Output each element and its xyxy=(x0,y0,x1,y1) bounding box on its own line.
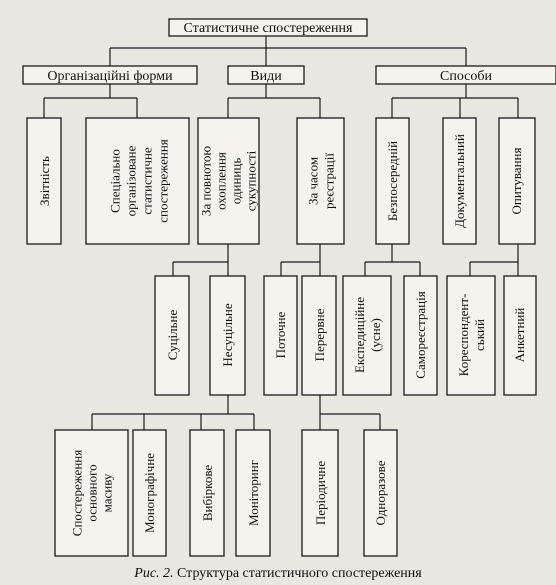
node-continuous: Суцільне xyxy=(154,275,190,396)
coverage-line-2: охоплення xyxy=(214,152,229,210)
node-current-label: Поточне xyxy=(273,311,288,358)
node-questionnaire-label: Анкетний xyxy=(512,308,527,363)
node-direct-label: Безпосередній xyxy=(385,141,400,221)
node-interrupted: Перервне xyxy=(301,275,337,396)
node-questionnaire: Анкетний xyxy=(503,275,537,396)
expedition-line-1: Експедиційне xyxy=(352,297,367,373)
branch-methods-label: Способи xyxy=(440,69,493,84)
node-documentary: Документальний xyxy=(442,117,477,245)
node-direct: Безпосередній xyxy=(375,117,410,245)
node-periodic-label: Періодичне xyxy=(313,461,328,525)
node-monitoring: Моніторинг xyxy=(235,429,271,557)
node-monographic: Монографічне xyxy=(132,429,167,557)
node-special-organized: Спеціально організоване статистичне спос… xyxy=(85,117,190,245)
node-reporting: Звітність xyxy=(26,117,62,245)
special-line-3: статистичне xyxy=(140,147,155,215)
special-line-1: Спеціально xyxy=(108,149,123,213)
node-monographic-label: Монографічне xyxy=(142,453,157,533)
branch-types: Види xyxy=(227,65,305,85)
node-non-continuous-label: Несуцільне xyxy=(220,303,235,367)
special-line-4: спостереження xyxy=(156,139,171,223)
node-main-mass: Спостереження основного масиву xyxy=(54,429,129,557)
main-mass-line-1: Спостереження xyxy=(70,450,85,536)
node-survey-label: Опитування xyxy=(509,148,524,215)
time-line-1: За часом xyxy=(306,157,321,205)
expedition-line-2: (усне) xyxy=(368,318,383,352)
branch-types-label: Види xyxy=(250,69,282,84)
node-current: Поточне xyxy=(263,275,298,396)
node-sample: Вибіркове xyxy=(189,429,225,557)
special-line-2: організоване xyxy=(124,145,139,216)
connector-lines xyxy=(43,36,519,430)
node-interrupted-label: Перервне xyxy=(312,308,327,361)
node-non-continuous: Несуцільне xyxy=(209,275,246,396)
node-survey: Опитування xyxy=(498,117,536,245)
figure-caption: Рис. 2. Структура статистичного спостере… xyxy=(133,566,422,581)
node-reporting-label: Звітність xyxy=(37,156,52,206)
coverage-line-3: одиниць xyxy=(229,158,244,205)
branch-forms-label: Організаційні форми xyxy=(47,69,173,84)
time-line-2: реєстрації xyxy=(322,153,337,209)
caption-text: Структура статистичного спостереження xyxy=(177,566,422,581)
node-expedition: Експедиційне (усне) xyxy=(342,275,392,396)
node-continuous-label: Суцільне xyxy=(165,309,180,360)
node-by-registration-time: За часом реєстрації xyxy=(296,117,345,245)
node-self-registration: Самореєстрація xyxy=(403,275,438,396)
root-label: Статистичне спостереження xyxy=(184,21,353,36)
node-periodic: Періодичне xyxy=(301,429,339,557)
node-by-coverage: За повнотою охоплення одиниць сукупності xyxy=(197,117,260,245)
coverage-line-1: За повнотою xyxy=(199,146,214,216)
root-node: Статистичне спостереження xyxy=(168,18,368,37)
correspondent-line-2: ський xyxy=(472,319,487,351)
node-monitoring-label: Моніторинг xyxy=(246,460,261,526)
node-self-registration-label: Самореєстрація xyxy=(413,291,428,378)
main-mass-line-2: основного xyxy=(85,464,100,521)
correspondent-line-1: Кореспондент- xyxy=(456,294,471,377)
branch-forms: Організаційні форми xyxy=(22,65,198,85)
node-correspondent: Кореспондент- ський xyxy=(446,275,496,396)
node-one-time-label: Одноразове xyxy=(373,460,388,525)
caption-label: Рис. 2. xyxy=(133,566,173,581)
node-one-time: Одноразове xyxy=(363,429,398,557)
branch-methods: Способи xyxy=(375,65,556,85)
coverage-line-4: сукупності xyxy=(244,150,259,211)
main-mass-line-3: масиву xyxy=(100,473,115,512)
node-documentary-label: Документальний xyxy=(452,134,467,228)
node-sample-label: Вибіркове xyxy=(200,465,215,522)
